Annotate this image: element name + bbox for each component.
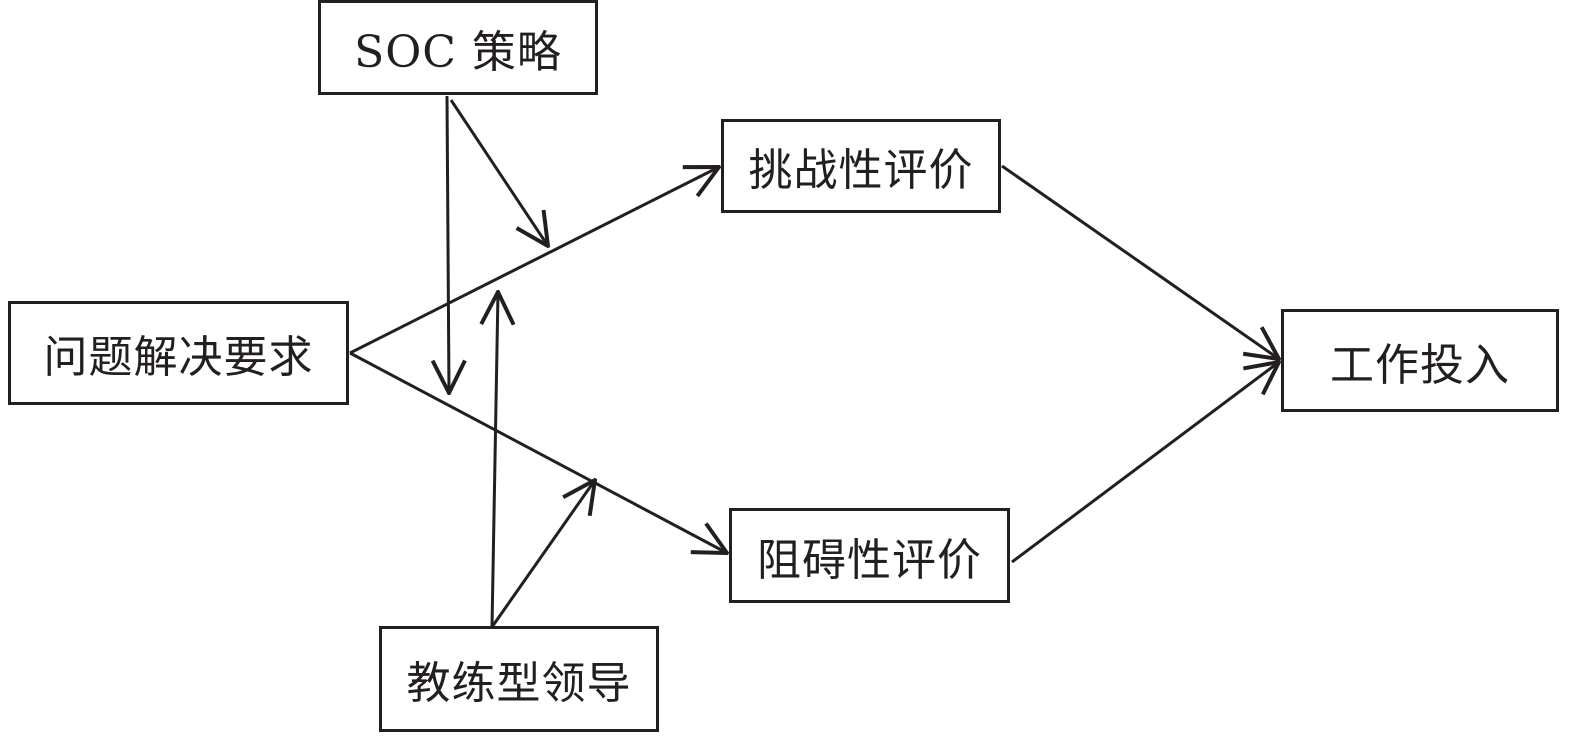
node-label: 问题解决要求: [43, 332, 314, 383]
edge-hindrance-to-engagement: [1011, 362, 1279, 564]
node-coaching-leadership: 教练型领导: [379, 626, 659, 732]
edge-soc-moderates-hindrance: [447, 95, 449, 393]
node-soc-strategy: SOC 策略: [318, 0, 598, 95]
edge-coaching-moderates-hindrance: [490, 480, 595, 628]
node-challenge-appraisal: 挑战性评价: [721, 119, 1001, 213]
node-label: 教练型领导: [406, 658, 632, 709]
node-label: 挑战性评价: [748, 145, 974, 196]
node-label: 阻碍性评价: [757, 534, 982, 586]
edge-challenge-to-engagement: [1001, 164, 1279, 359]
node-problem-solving-demands: 问题解决要求: [8, 301, 349, 405]
node-work-engagement: 工作投入: [1281, 309, 1559, 412]
node-label: 工作投入: [1330, 339, 1510, 391]
edge-problem-to-challenge: [349, 167, 719, 355]
edge-coaching-moderates-challenge: [492, 292, 498, 628]
edge-soc-moderates-challenge: [449, 99, 548, 246]
edge-problem-to-hindrance: [349, 351, 727, 553]
node-hindrance-appraisal: 阻碍性评价: [729, 508, 1010, 603]
node-label: SOC 策略: [354, 26, 562, 78]
